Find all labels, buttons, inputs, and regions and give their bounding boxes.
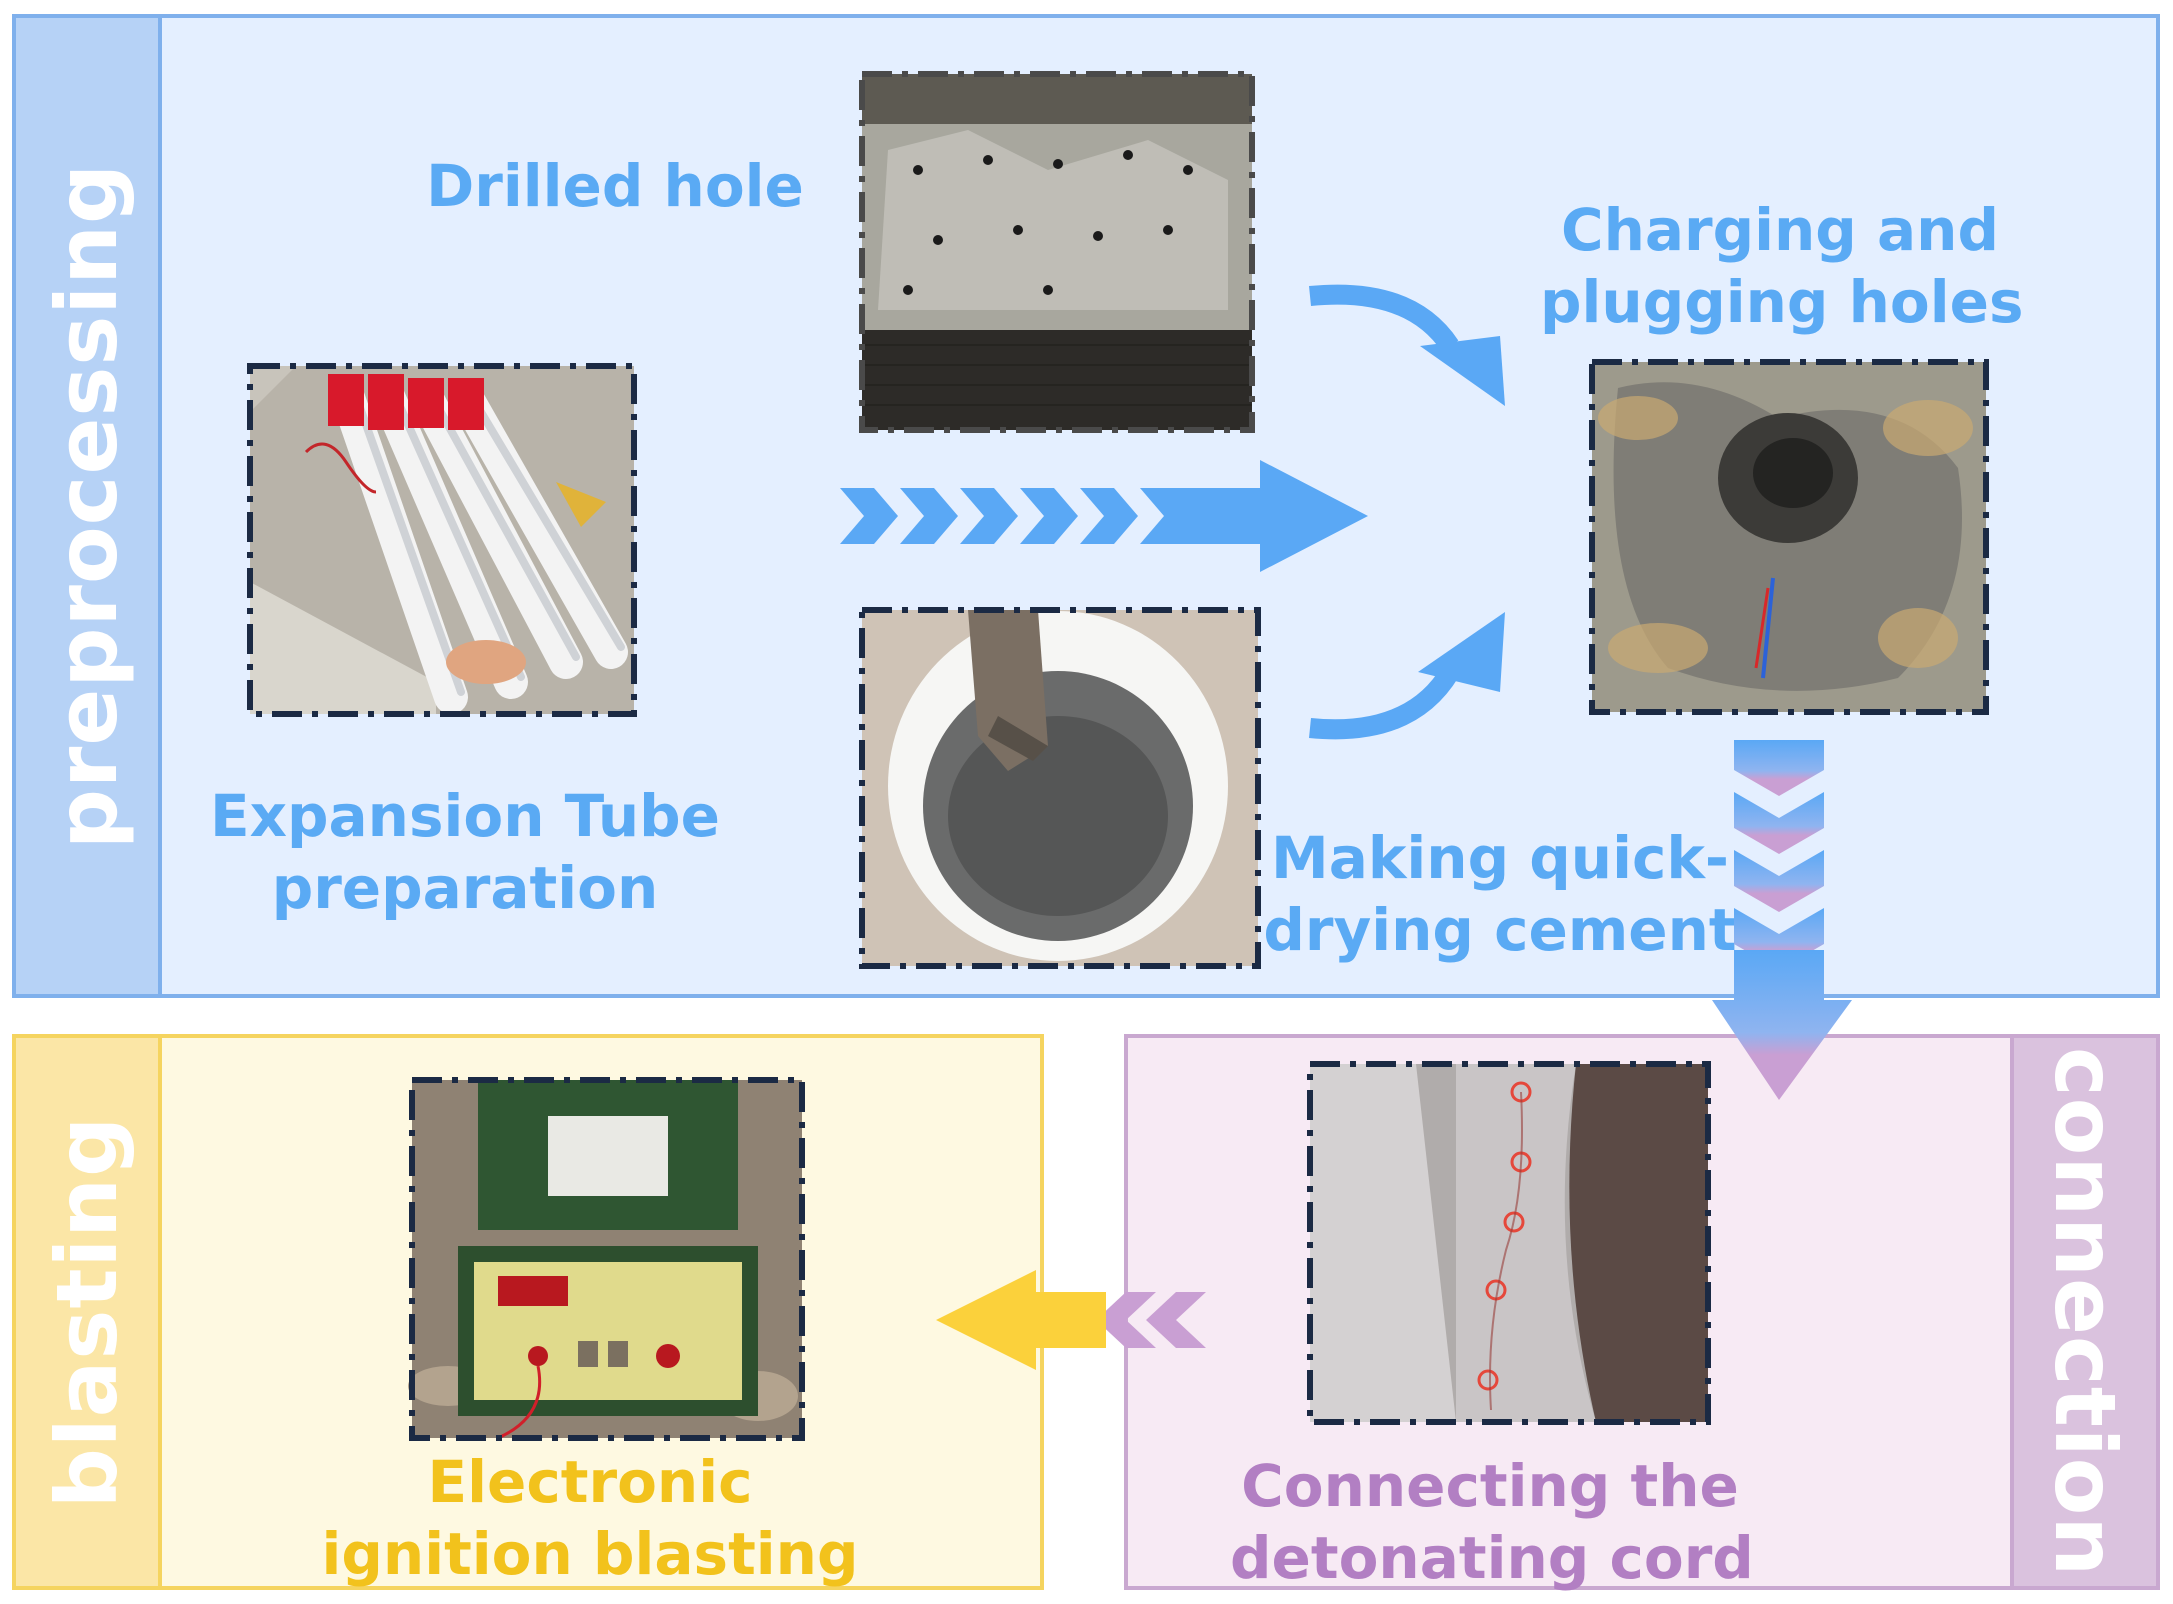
blasting-tab: blasting: [12, 1034, 162, 1590]
expansion-tube-label: Expansion Tube preparation: [180, 780, 750, 924]
cord-line-2: detonating cord: [1230, 1524, 1754, 1592]
connection-stage-label: connection: [2036, 1046, 2135, 1578]
expansion-tube-line-2: preparation: [271, 854, 659, 922]
ignition-line-1: Electronic: [427, 1448, 753, 1516]
curved-arrow-top-icon: [1309, 284, 1505, 406]
charging-plugging-photo: [1578, 348, 2000, 726]
cement-line-1: Making quick-: [1270, 824, 1730, 892]
ignition-line-2: ignition blasting: [321, 1520, 859, 1588]
preprocessing-tab: preprocessing: [12, 14, 162, 998]
chevron-chain-arrow-icon: [840, 460, 1368, 572]
charging-line-1: Charging and: [1561, 196, 1999, 264]
cement-line-2: drying cement: [1263, 896, 1737, 964]
electronic-ignition-photo: [398, 1066, 816, 1452]
charging-label: Charging and plugging holes: [1540, 194, 2024, 338]
drilled-hole-text: Drilled hole: [426, 152, 804, 220]
charging-line-2: plugging holes: [1540, 268, 2024, 336]
expansion-tube-line-1: Expansion Tube: [209, 782, 721, 850]
preprocessing-stage-label: preprocessing: [38, 162, 136, 850]
cement-label: Making quick- drying cement: [1260, 822, 1740, 966]
curved-arrow-bottom-icon: [1309, 612, 1505, 740]
detonating-cord-label: Connecting the detonating cord: [1230, 1450, 1754, 1594]
expansion-tube-photo: [236, 352, 648, 728]
drilled-hole-label: Drilled hole: [380, 150, 850, 222]
ignition-label: Electronic ignition blasting: [320, 1446, 860, 1590]
connection-tab: connection: [2010, 1034, 2160, 1590]
blasting-stage-label: blasting: [38, 1115, 137, 1509]
down-chevron-arrow-icon: [1712, 740, 1852, 1100]
drilled-hole-photo: [848, 60, 1266, 444]
quick-drying-cement-photo: [848, 596, 1272, 980]
cord-line-1: Connecting the: [1241, 1452, 1739, 1520]
left-chevron-arrow-icon: [936, 1270, 1206, 1370]
detonating-cord-photo: [1296, 1050, 1722, 1436]
